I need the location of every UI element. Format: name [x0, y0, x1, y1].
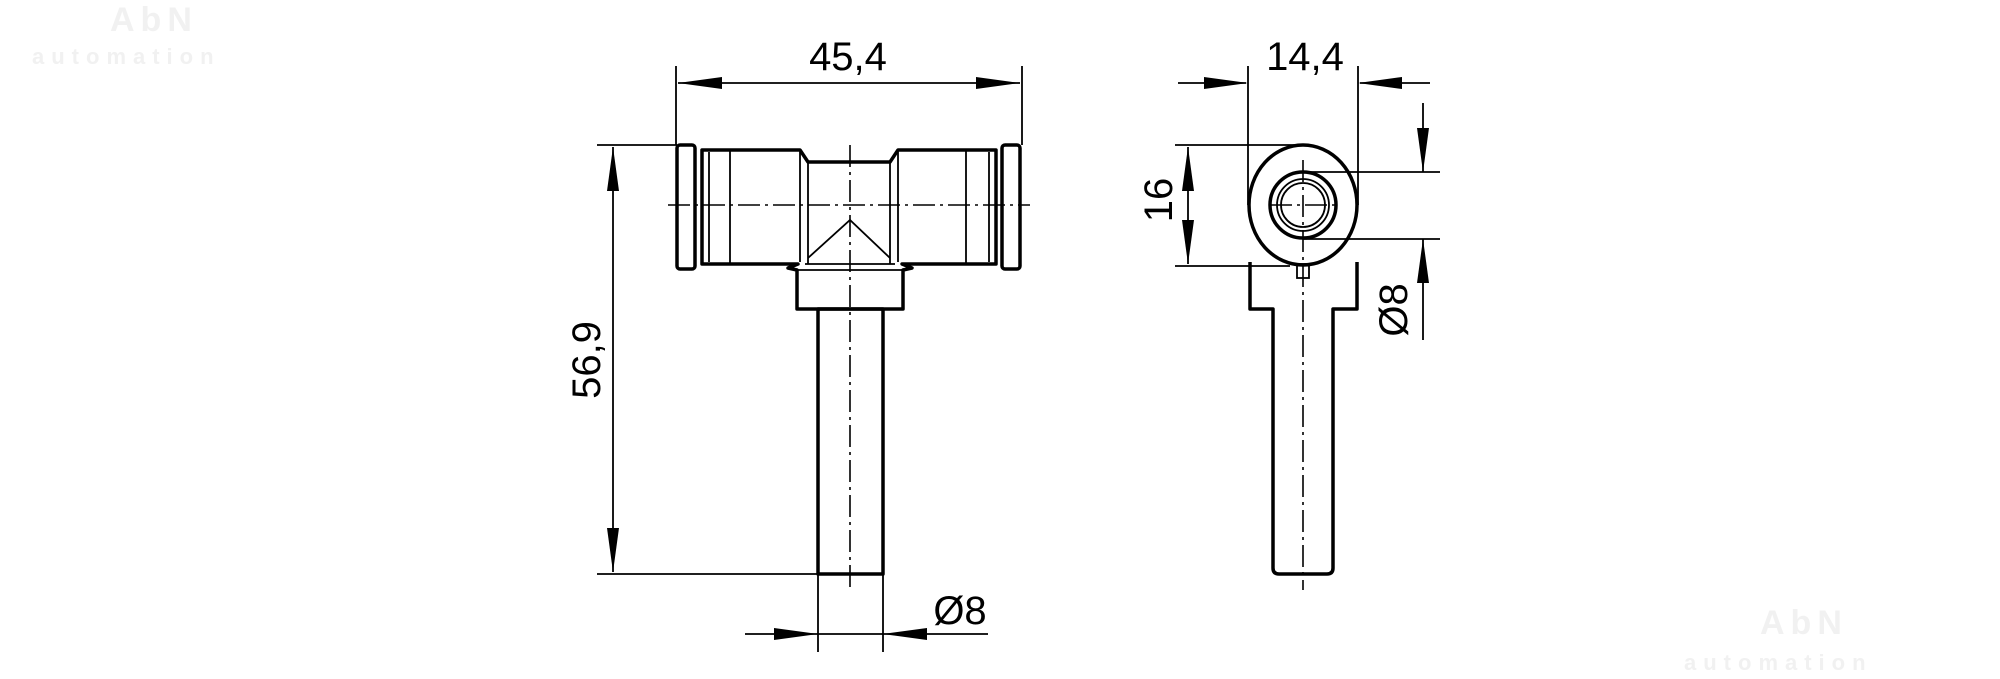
- watermark-tagline: automation: [32, 44, 221, 69]
- port-diameter-dimension: Ø8: [1303, 103, 1440, 340]
- right-collet: [1000, 143, 1022, 271]
- side-height-dimension: 16: [1137, 144, 1303, 267]
- left-collet: [675, 143, 697, 271]
- height-dimension-label: 56,9: [565, 321, 609, 399]
- arrowhead: [1417, 239, 1429, 283]
- watermark-brand: AbN: [1760, 604, 1848, 642]
- arrowhead: [607, 528, 619, 572]
- arrowhead: [883, 628, 927, 640]
- port-diameter-label: Ø8: [1372, 283, 1416, 336]
- arrowhead: [678, 77, 722, 89]
- watermark-brand: AbN: [110, 1, 198, 39]
- stem-diameter-label: Ø8: [933, 589, 986, 633]
- width-dimension: 45,4: [675, 35, 1023, 145]
- front-view: 45,4 56,9 Ø8: [565, 35, 1030, 652]
- arrowhead: [1204, 77, 1248, 89]
- arrowhead: [1182, 220, 1194, 264]
- width-dimension-label: 45,4: [809, 35, 887, 79]
- watermark-top-left: AbN automation: [32, 1, 221, 69]
- arrowhead: [774, 628, 818, 640]
- height-dimension: 56,9: [565, 144, 818, 575]
- arrowhead: [976, 77, 1020, 89]
- arrowhead: [607, 147, 619, 191]
- stem-diameter-dimension: Ø8: [745, 574, 988, 652]
- side-width-dimension: 14,4: [1178, 35, 1430, 205]
- arrowhead: [1358, 77, 1402, 89]
- side-height-dimension-label: 16: [1137, 178, 1181, 223]
- arrowhead: [1182, 147, 1194, 191]
- watermark-bottom-right: AbN automation: [1684, 604, 1873, 675]
- arrowhead: [1417, 128, 1429, 172]
- body-detail-lines: [708, 150, 990, 271]
- side-view: 14,4 16 Ø8: [1137, 35, 1440, 590]
- watermark-tagline: automation: [1684, 650, 1873, 675]
- side-width-dimension-label: 14,4: [1266, 35, 1344, 79]
- tee-body: [700, 148, 998, 311]
